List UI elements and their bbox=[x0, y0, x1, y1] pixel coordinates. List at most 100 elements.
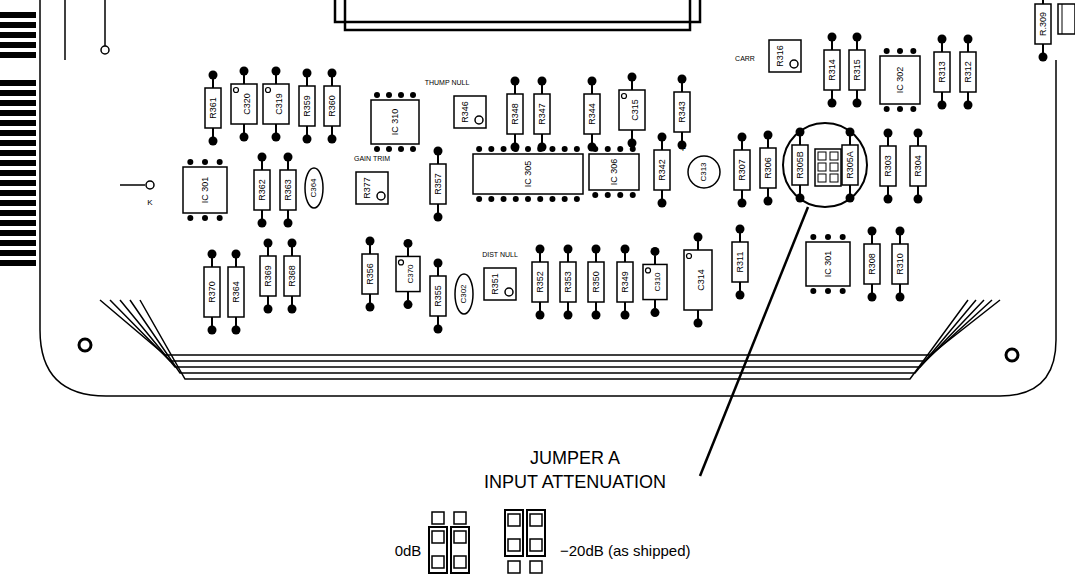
component-lead bbox=[243, 75, 245, 84]
component-lead bbox=[681, 83, 683, 92]
jack-body bbox=[1058, 4, 1075, 34]
solder-pad bbox=[434, 147, 443, 156]
setting-label: 0dB bbox=[395, 543, 422, 558]
trace bbox=[140, 300, 968, 379]
ic-pin bbox=[476, 196, 482, 202]
solder-pad bbox=[658, 133, 667, 142]
trace bbox=[345, 0, 690, 30]
capacitor-symbol bbox=[619, 90, 645, 130]
component-label: R343 bbox=[678, 101, 687, 123]
component-lead bbox=[407, 247, 409, 256]
ic-pin bbox=[897, 106, 903, 112]
jumper-shunt bbox=[527, 510, 545, 556]
ic-pin bbox=[549, 146, 555, 152]
resistor-symbol bbox=[584, 94, 600, 134]
component-label: R350 bbox=[592, 271, 601, 293]
component-label: R347 bbox=[538, 103, 547, 125]
ic-pin bbox=[513, 196, 519, 202]
component-lead bbox=[235, 317, 237, 326]
component-lead bbox=[437, 267, 439, 276]
solder-pad bbox=[736, 225, 745, 234]
board-text: DIST NULL bbox=[482, 251, 518, 258]
component-lead bbox=[369, 294, 371, 303]
component-lead bbox=[595, 302, 597, 311]
jumper-shunt bbox=[451, 527, 469, 573]
board-text: GAIN TRIM bbox=[354, 155, 390, 162]
capacitor-mark bbox=[266, 88, 271, 93]
resistor-symbol bbox=[892, 244, 908, 284]
component-label: R356 bbox=[366, 263, 375, 285]
resistor-symbol bbox=[880, 146, 896, 186]
component-label: IC 301 bbox=[824, 251, 833, 278]
solder-pad bbox=[678, 75, 687, 84]
ic-pin bbox=[617, 192, 623, 198]
resistor-symbol bbox=[1035, 4, 1051, 44]
component-label: R306 bbox=[764, 157, 773, 179]
component-label: R342 bbox=[658, 159, 667, 181]
resistor-symbol bbox=[260, 256, 276, 296]
solder-pad bbox=[738, 199, 747, 208]
jumper-pin bbox=[432, 556, 444, 568]
solder-pad bbox=[868, 227, 877, 236]
ic-pin bbox=[630, 192, 636, 198]
resistor-symbol bbox=[849, 50, 865, 90]
solder-pad bbox=[264, 239, 273, 248]
jumper-pin bbox=[508, 561, 520, 573]
resistor-symbol bbox=[934, 52, 950, 92]
capacitor-mark bbox=[399, 260, 404, 265]
solder-pad bbox=[764, 197, 773, 206]
resistor-symbol bbox=[588, 262, 604, 302]
component-lead bbox=[595, 253, 597, 262]
resistor-symbol bbox=[960, 52, 976, 92]
capacitor-symbol bbox=[643, 264, 667, 299]
solder-pad bbox=[272, 133, 281, 142]
trimmer-symbol bbox=[454, 96, 486, 128]
component-lead bbox=[871, 284, 873, 293]
trace bbox=[104, 0, 106, 46]
solder-pad bbox=[240, 133, 249, 142]
capacitor-mark bbox=[646, 268, 651, 273]
solder-pad bbox=[366, 237, 375, 246]
solder-pad bbox=[868, 293, 877, 302]
component-label: IC 302 bbox=[896, 67, 905, 94]
trace bbox=[64, 0, 66, 60]
ic-pin bbox=[884, 48, 890, 54]
solder-pad bbox=[404, 239, 413, 248]
connector-finger bbox=[0, 240, 36, 246]
resistor-symbol bbox=[654, 150, 670, 190]
solder-pad bbox=[328, 69, 337, 78]
component-lead bbox=[849, 185, 851, 194]
component-lead bbox=[831, 90, 833, 99]
trimmer-symbol bbox=[484, 268, 516, 300]
component-lead bbox=[624, 302, 626, 311]
component-lead bbox=[887, 186, 889, 195]
solder-pad bbox=[1039, 53, 1048, 62]
jumper-pin bbox=[530, 539, 542, 551]
output-jack bbox=[1058, 4, 1075, 34]
connector-finger bbox=[0, 160, 36, 166]
solder-pad bbox=[284, 219, 293, 228]
capacitor-mark bbox=[687, 254, 692, 259]
connector-finger bbox=[0, 100, 36, 106]
ic-pin bbox=[525, 146, 531, 152]
component-lead bbox=[261, 210, 263, 219]
component-lead bbox=[275, 124, 277, 133]
solder-pad bbox=[896, 227, 905, 236]
test-point bbox=[146, 181, 154, 189]
component-lead bbox=[967, 43, 969, 52]
solder-pad bbox=[209, 137, 218, 146]
solder-pad bbox=[658, 199, 667, 208]
ic-pin bbox=[910, 106, 916, 112]
setting-label: −20dB (as shipped) bbox=[560, 543, 691, 558]
component-label: R349 bbox=[621, 271, 630, 293]
solder-pad bbox=[964, 101, 973, 110]
resistor-symbol bbox=[734, 150, 750, 190]
component-lead bbox=[624, 253, 626, 262]
resistor-symbol bbox=[507, 94, 523, 134]
component-label: R308 bbox=[868, 253, 877, 275]
solder-pad bbox=[536, 311, 545, 320]
component-lead bbox=[591, 85, 593, 94]
trimmer-screw bbox=[790, 60, 798, 68]
component-lead bbox=[899, 235, 901, 244]
